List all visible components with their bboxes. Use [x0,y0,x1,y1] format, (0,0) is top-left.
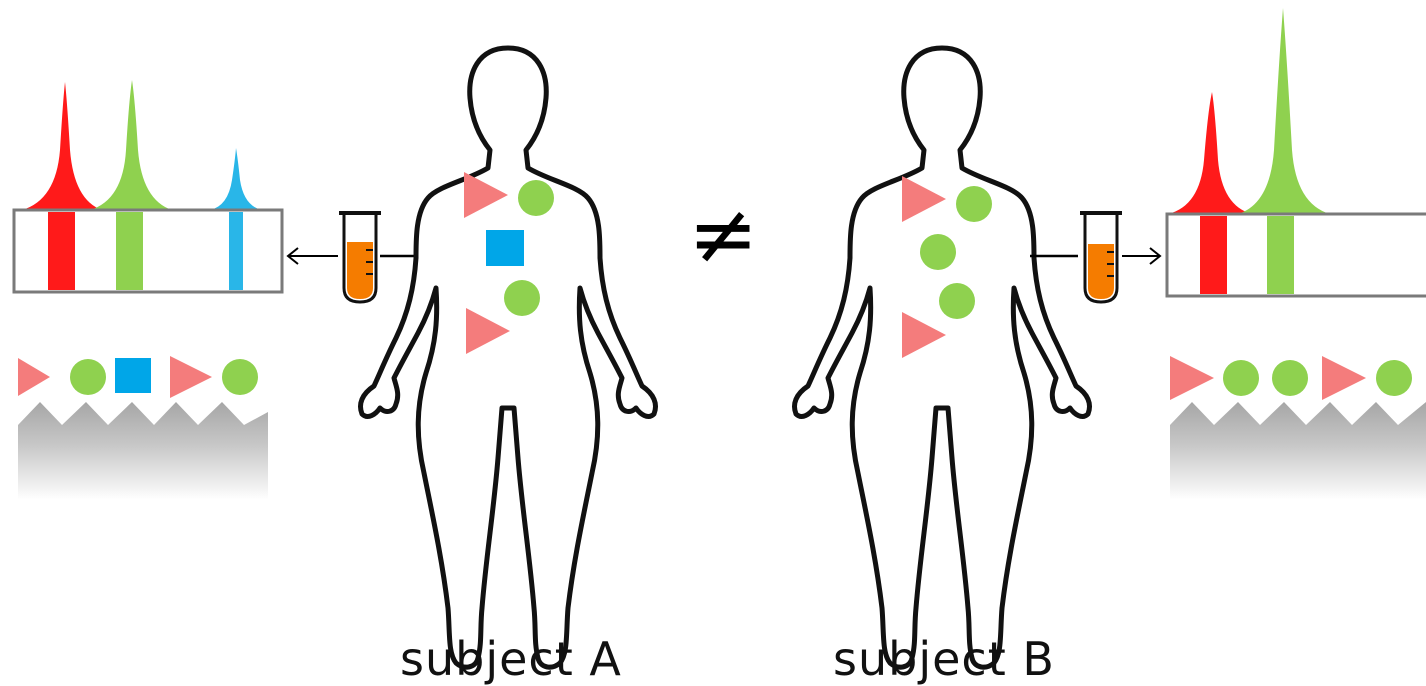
surface-triangle-1-b [1170,356,1214,400]
body-circle-1-b [956,186,992,222]
gel-band-red-b [1200,216,1227,294]
body-circle-1-a [518,180,554,216]
surface-circle-3-b [1376,360,1412,396]
test-tube-a [339,213,381,302]
surface-b [1170,356,1426,500]
spectrum-a [22,80,262,210]
gel-box-a [14,210,282,292]
surface-triangle-2-a [170,356,212,398]
peak-green-b [1238,8,1330,214]
gel-box-b [1167,214,1426,296]
surface-circle-2-a [222,359,258,395]
body-silhouette-a [361,48,656,667]
body-circle-3-b [939,283,975,319]
surface-square-a [115,358,151,393]
gel-band-green-a [116,212,143,290]
body-square-a [486,230,524,266]
test-tube-b [1080,213,1122,302]
peak-red-b [1168,92,1252,214]
subject-a-label: subject A [400,632,622,686]
spectrum-b [1168,8,1330,214]
surface-triangle-1-a [18,358,50,396]
body-circle-2-b [920,234,956,270]
gel-band-red-a [48,212,75,290]
subject-b-label: subject B [833,632,1055,686]
peak-green-a [90,80,172,210]
not-equal-symbol: ≠ [688,192,758,276]
surface-circle-2-b [1272,360,1308,396]
surface-circle-1-a [70,359,106,395]
surface-triangle-2-b [1322,356,1366,400]
peak-red-a [22,82,102,210]
peak-blue-a [210,148,262,210]
surface-a [18,356,268,500]
gel-band-green-b [1267,216,1294,294]
gel-band-blue-a [229,212,243,290]
surface-circle-1-b [1223,360,1259,396]
body-circle-2-a [504,280,540,316]
body-silhouette-b [795,48,1090,667]
